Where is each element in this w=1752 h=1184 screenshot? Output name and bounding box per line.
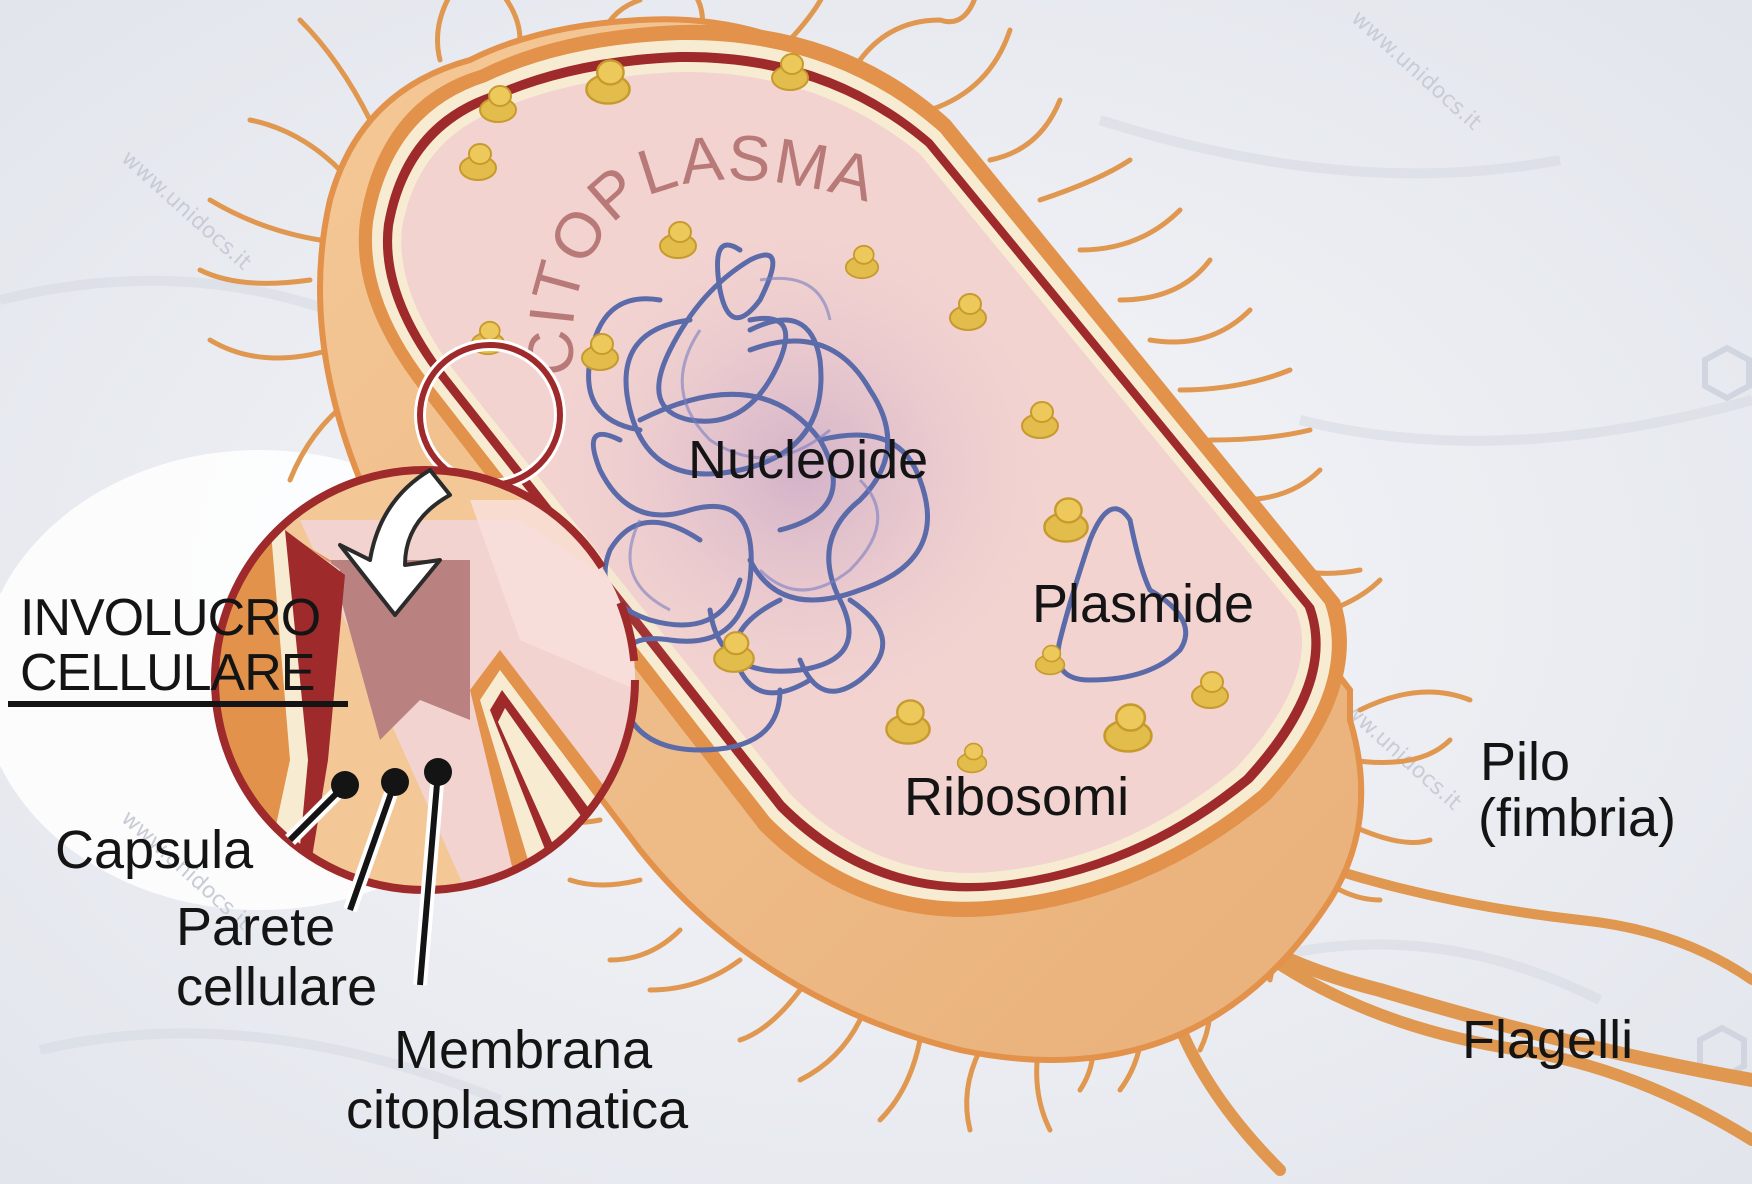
- label-capsula: Capsula: [55, 820, 254, 880]
- envelope-heading-line2: CELLULARE: [20, 644, 314, 702]
- label-membrana-line1: Membrana: [394, 1020, 653, 1080]
- envelope-heading-line1: INVOLUCRO: [20, 589, 320, 647]
- label-plasmide: Plasmide: [1032, 574, 1254, 634]
- label-ribosomi: Ribosomi: [904, 767, 1129, 827]
- label-pilo-line1: Pilo: [1480, 732, 1570, 792]
- envelope-heading: INVOLUCRO CELLULARE: [8, 589, 348, 704]
- label-parete-line2: cellulare: [176, 957, 377, 1017]
- label-pilo-line2: (fimbria): [1478, 788, 1676, 848]
- label-membrana-line2: citoplasmatica: [346, 1080, 689, 1140]
- label-parete-line1: Parete: [176, 897, 335, 957]
- label-flagelli: Flagelli: [1462, 1010, 1633, 1070]
- label-nucleoide: Nucleoide: [688, 430, 928, 490]
